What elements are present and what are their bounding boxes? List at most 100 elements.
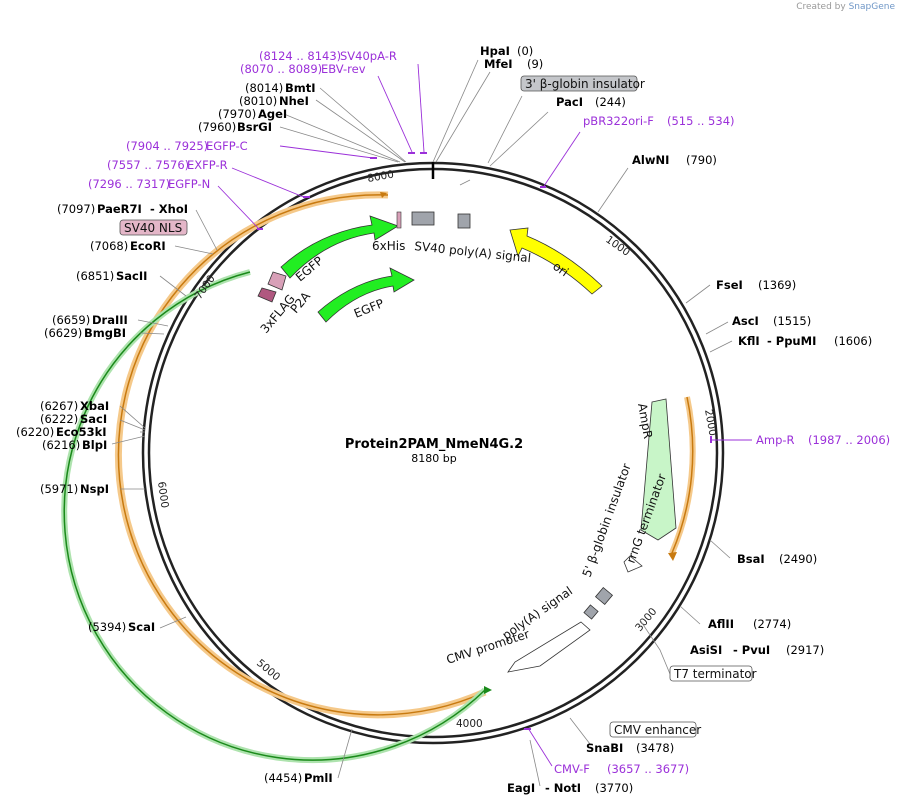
- site-mfei[interactable]: MfeI: [484, 57, 513, 71]
- site-paer7i-pos: (7097): [57, 202, 95, 216]
- p2a-feature[interactable]: [267, 271, 287, 291]
- cmv-promoter-feature[interactable]: [507, 621, 591, 673]
- boxed-three-prime-insulator[interactable]: [520, 75, 638, 92]
- site-sacii-pos: (6851): [76, 269, 114, 283]
- primer-pbr322ori-f-range: (515 .. 534): [667, 114, 735, 128]
- primer-ebv-rev[interactable]: EBV-rev: [321, 62, 366, 76]
- orf-arc-ampr: [671, 396, 694, 554]
- site-pmli[interactable]: PmlI: [304, 771, 333, 785]
- tick-4000: 4000: [456, 718, 483, 730]
- site-noti[interactable]: - NotI: [545, 781, 581, 795]
- 6xhis-feature[interactable]: [396, 211, 402, 229]
- boxed-cmv-enhancer[interactable]: [609, 721, 697, 738]
- egfp-orf-arc: [63, 271, 486, 761]
- site-xhoi[interactable]: - XhoI: [150, 202, 188, 216]
- site-xbai[interactable]: XbaI: [80, 399, 109, 413]
- three-prime-insulator-feature[interactable]: [457, 213, 471, 229]
- site-snabi[interactable]: SnaBI: [586, 741, 623, 755]
- site-xbai-pos: (6267): [40, 399, 78, 413]
- label-ampr: AmpR: [635, 402, 655, 440]
- boxed-sv40-nls-text: SV40 NLS: [124, 221, 182, 235]
- site-scai[interactable]: ScaI: [128, 620, 155, 634]
- site-nspi[interactable]: NspI: [80, 482, 109, 496]
- site-bsai[interactable]: BsaI: [737, 552, 765, 566]
- site-paci-pos: (244): [595, 95, 626, 109]
- primer-exfp-r-range: (7557 .. 7576): [107, 158, 189, 172]
- site-kfli[interactable]: KflI: [738, 334, 760, 348]
- site-sacii[interactable]: SacII: [116, 269, 147, 283]
- site-blpi-pos: (6216): [42, 438, 80, 452]
- site-saci[interactable]: SacI: [80, 412, 107, 426]
- site-ecori[interactable]: EcoRI: [130, 239, 166, 253]
- primer-sv40pa-r[interactable]: SV40pA-R: [340, 49, 397, 63]
- five-prime-insulator-feature[interactable]: [594, 586, 614, 606]
- primer-egfp-c[interactable]: EGFP-C: [206, 139, 248, 153]
- site-bsai-pos: (2490): [779, 552, 817, 566]
- tick-5000: 5000: [254, 657, 282, 683]
- site-aflii[interactable]: AflII: [708, 617, 734, 631]
- egfp-feature-lower[interactable]: [317, 267, 415, 323]
- primer-leaders: [217, 63, 752, 767]
- 3xflag-feature[interactable]: [257, 287, 277, 303]
- site-hpai-pos: (0): [517, 44, 533, 58]
- primer-cmv-f[interactable]: CMV-F: [554, 762, 590, 776]
- boxed-sv40-nls[interactable]: [119, 219, 188, 236]
- primer-markers: [257, 152, 712, 730]
- snapgene-logo-text: SnapGene: [848, 2, 895, 12]
- site-blpi[interactable]: BlpI: [82, 438, 107, 452]
- primer-pbr322ori-f[interactable]: pBR322ori-F: [583, 114, 654, 128]
- polya-signal-feature[interactable]: [583, 604, 599, 620]
- primer-egfp-n[interactable]: EGFP-N: [168, 177, 210, 191]
- ori-feature[interactable]: [509, 227, 603, 295]
- boxed-t7-terminator[interactable]: [669, 665, 753, 682]
- site-asci[interactable]: AscI: [732, 314, 759, 328]
- primer-ebv-rev-range: (8070 .. 8089): [240, 62, 322, 76]
- site-agei[interactable]: AgeI: [258, 107, 287, 121]
- site-draiii[interactable]: DraIII: [92, 313, 128, 327]
- site-bsrgi[interactable]: BsrGI: [237, 120, 272, 134]
- tick-8000: 8000: [366, 168, 394, 184]
- site-bmgbi[interactable]: BmgBI: [84, 326, 126, 340]
- site-paci[interactable]: PacI: [556, 95, 583, 109]
- plasmid-size: 8180 bp: [411, 452, 456, 465]
- site-noti-pos: (3770): [595, 781, 633, 795]
- site-eagi[interactable]: EagI: [507, 781, 535, 795]
- site-pvui-pos: (2917): [786, 643, 824, 657]
- site-fsei[interactable]: FseI: [716, 278, 743, 292]
- plasmid-name: Protein2PAM_NmeN4G.2: [345, 437, 523, 452]
- leader-lines: [111, 59, 733, 787]
- rrng-terminator-feature[interactable]: [623, 555, 643, 573]
- boxed-three-prime-insulator-text: 3' β-globin insulator: [525, 77, 645, 91]
- site-nhei[interactable]: NheI: [279, 94, 309, 108]
- site-hpai[interactable]: HpaI: [480, 44, 510, 58]
- site-bsrgi-pos: (7960): [198, 120, 236, 134]
- site-mfei-pos: (9): [527, 57, 543, 71]
- orf-arc-ampr-halo: [669, 396, 696, 555]
- primer-egfp-c-range: (7904 .. 7925): [126, 139, 208, 153]
- sv40-polya-feature[interactable]: [411, 211, 435, 226]
- primer-exfp-r[interactable]: EXFP-R: [187, 158, 228, 172]
- primer-amp-r[interactable]: Amp-R: [756, 433, 795, 447]
- orf-arc-large-arrow: [380, 192, 387, 198]
- site-pvui[interactable]: - PvuI: [733, 643, 770, 657]
- boxed-t7-terminator-text: T7 terminator: [673, 667, 757, 681]
- site-snabi-pos: (3478): [636, 741, 674, 755]
- site-fsei-pos: (1369): [758, 278, 796, 292]
- credit-prefix: Created by: [796, 2, 846, 12]
- site-eco53ki-pos: (6220): [16, 425, 54, 439]
- label-6xhis: 6xHis: [372, 239, 405, 253]
- site-ppumi[interactable]: - PpuMI: [767, 334, 816, 348]
- site-bmti[interactable]: BmtI: [285, 81, 316, 95]
- site-ecori-pos: (7068): [90, 239, 128, 253]
- site-alwni[interactable]: AlwNI: [632, 153, 669, 167]
- site-scai-pos: (5394): [88, 620, 126, 634]
- site-paer7i[interactable]: PaeR7I: [97, 202, 142, 216]
- site-asci-pos: (1515): [773, 314, 811, 328]
- site-eco53ki[interactable]: Eco53kI: [56, 425, 107, 439]
- ampr-feature[interactable]: [640, 398, 677, 541]
- site-saci-pos: (6222): [40, 412, 78, 426]
- site-asisi[interactable]: AsiSI: [690, 643, 722, 657]
- site-bmgbi-pos: (6629): [44, 326, 82, 340]
- site-draiii-pos: (6659): [52, 313, 90, 327]
